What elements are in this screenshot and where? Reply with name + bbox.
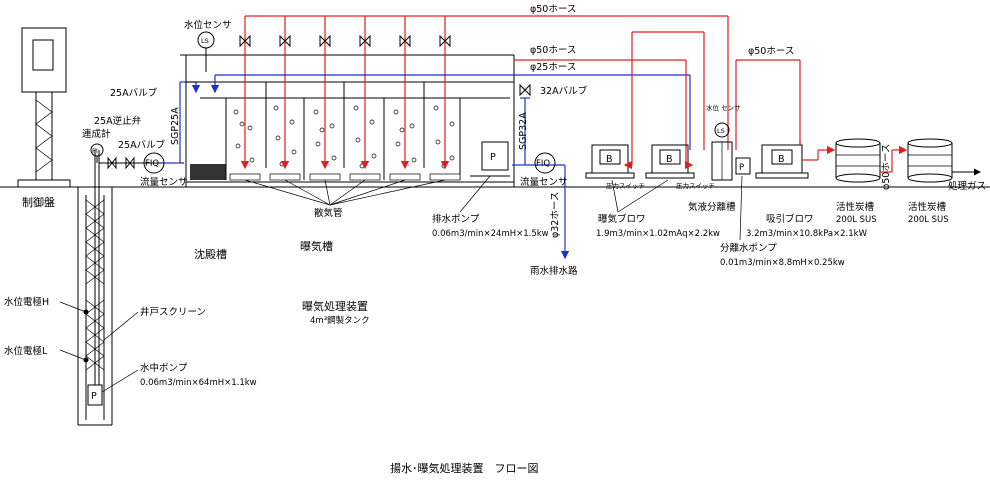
valve-32a-icon: [519, 83, 531, 97]
well: [77, 150, 113, 426]
suction-blower-b: B: [778, 154, 785, 165]
control-panel-label: 制御盤: [22, 195, 55, 209]
flow-sensor-1-label: 流量センサ: [140, 176, 188, 188]
hose25-label: φ25ホース: [530, 62, 576, 73]
drain-pump-p: P: [490, 152, 496, 163]
carbon-1-spec: 200L SUS: [836, 215, 877, 225]
suction-blower-spec: 3.2m3/min×10.8kPa×2.1kW: [746, 229, 868, 239]
aeration-tank: [180, 54, 515, 188]
hose32-label: φ32ホース: [550, 192, 561, 238]
fiq-left-label: FIQ: [145, 159, 159, 169]
sub-pump-label: 水中ポンプ: [140, 362, 188, 374]
carbon-1-label: 活性炭槽: [836, 201, 875, 213]
carbon-2-spec: 200L SUS: [908, 215, 949, 225]
fiq-right-icon: [534, 152, 556, 174]
level-sensor-2-icon: [714, 122, 730, 138]
device-sub: 4m³鋼製タンク: [310, 315, 370, 326]
carbon-2-label: 活性炭槽: [908, 201, 947, 213]
diffuser-leaders: [244, 179, 446, 206]
screen-label: 井戸スクリーン: [140, 306, 206, 318]
hose50-v-label: φ50ホース: [881, 144, 892, 190]
well-pump-p: P: [91, 391, 97, 402]
pressure-gauge-pi: PI: [92, 147, 98, 155]
suction-blower-label: 吸引ブロワ: [766, 213, 814, 225]
drain-pump-label: 排水ポンプ: [432, 213, 480, 225]
flow-sensor-2-label: 流量センサ: [520, 176, 568, 188]
hose50-2-label: φ50ホース: [530, 45, 576, 56]
sgp32-label: SGP32A: [518, 112, 529, 150]
sep-pump-label: 分離水ポンプ: [720, 242, 777, 254]
pressure-switch-2: 圧力スイッチ: [676, 181, 715, 190]
valve32-label: 32Aバルブ: [540, 85, 588, 97]
check-valve-icon: [107, 156, 117, 170]
settling-tank-label: 沈殿槽: [194, 247, 227, 261]
rain-drain-label: 雨水排水路: [530, 265, 578, 277]
level-l-label: 水位電極L: [4, 345, 48, 357]
fiq-right-label: FIQ: [536, 159, 550, 169]
diffuser-label: 散気管: [314, 207, 343, 219]
exhaust-label: 処理ガス: [948, 180, 986, 192]
level-h-label: 水位電極H: [4, 296, 49, 308]
carbon-tank-1: [835, 138, 881, 183]
check-valve-label: 25A逆止弁: [94, 115, 142, 127]
level-sensor-ls: LS: [201, 37, 209, 45]
control-panel: [17, 27, 71, 188]
sep-pump-p: P: [739, 163, 744, 173]
valve25-b-label: 25Aバルブ: [118, 139, 166, 151]
aeration-blower-1: [585, 144, 635, 179]
aeration-blower-2: [645, 144, 695, 179]
figure-caption: 揚水･曝気処理装置 フロー図: [390, 461, 539, 475]
pressure-switch-1: 圧力スイッチ: [606, 181, 645, 190]
valve-25a-icon: [125, 156, 135, 170]
gas-liquid-separator: [711, 141, 751, 181]
level-sensor-2-ls: LS: [717, 127, 725, 135]
air-valves: [239, 34, 451, 48]
hose50-1-label: φ50ホース: [530, 4, 576, 15]
aeration-blower-label: 曝気ブロワ: [598, 213, 646, 225]
aeration-tank-label: 曝気槽: [300, 239, 333, 253]
sub-pump-spec: 0.06m3/min×64mH×1.1kw: [140, 378, 257, 388]
level-sensor-2-label: 水位 センサ: [706, 103, 741, 112]
drain-pump-spec: 0.06m3/min×24mH×1.5kw: [432, 229, 549, 239]
aeration-blower-spec: 1.9m3/min×1.02mAq×2.2kw: [596, 229, 720, 239]
diffusers: [229, 105, 461, 181]
sep-pump-spec: 0.01m3/min×8.8mH×0.25kw: [720, 258, 845, 268]
level-sensor-label: 水位センサ: [184, 19, 232, 31]
hose50-3-label: φ50ホース: [748, 46, 794, 57]
gas-liquid-sep-label: 気液分離槽: [688, 201, 736, 213]
device-title: 曝気処理装置: [302, 299, 368, 313]
blower-2-b: B: [666, 154, 673, 165]
valve25-label: 25Aバルブ: [110, 87, 158, 99]
carbon-tank-2: [907, 138, 953, 183]
blower-1-b: B: [606, 154, 613, 165]
hose-lines: [514, 16, 801, 150]
suction-blower: [755, 144, 809, 179]
sgp25-label: SGP25A: [170, 107, 181, 145]
gauge-label: 連成計: [82, 128, 111, 140]
